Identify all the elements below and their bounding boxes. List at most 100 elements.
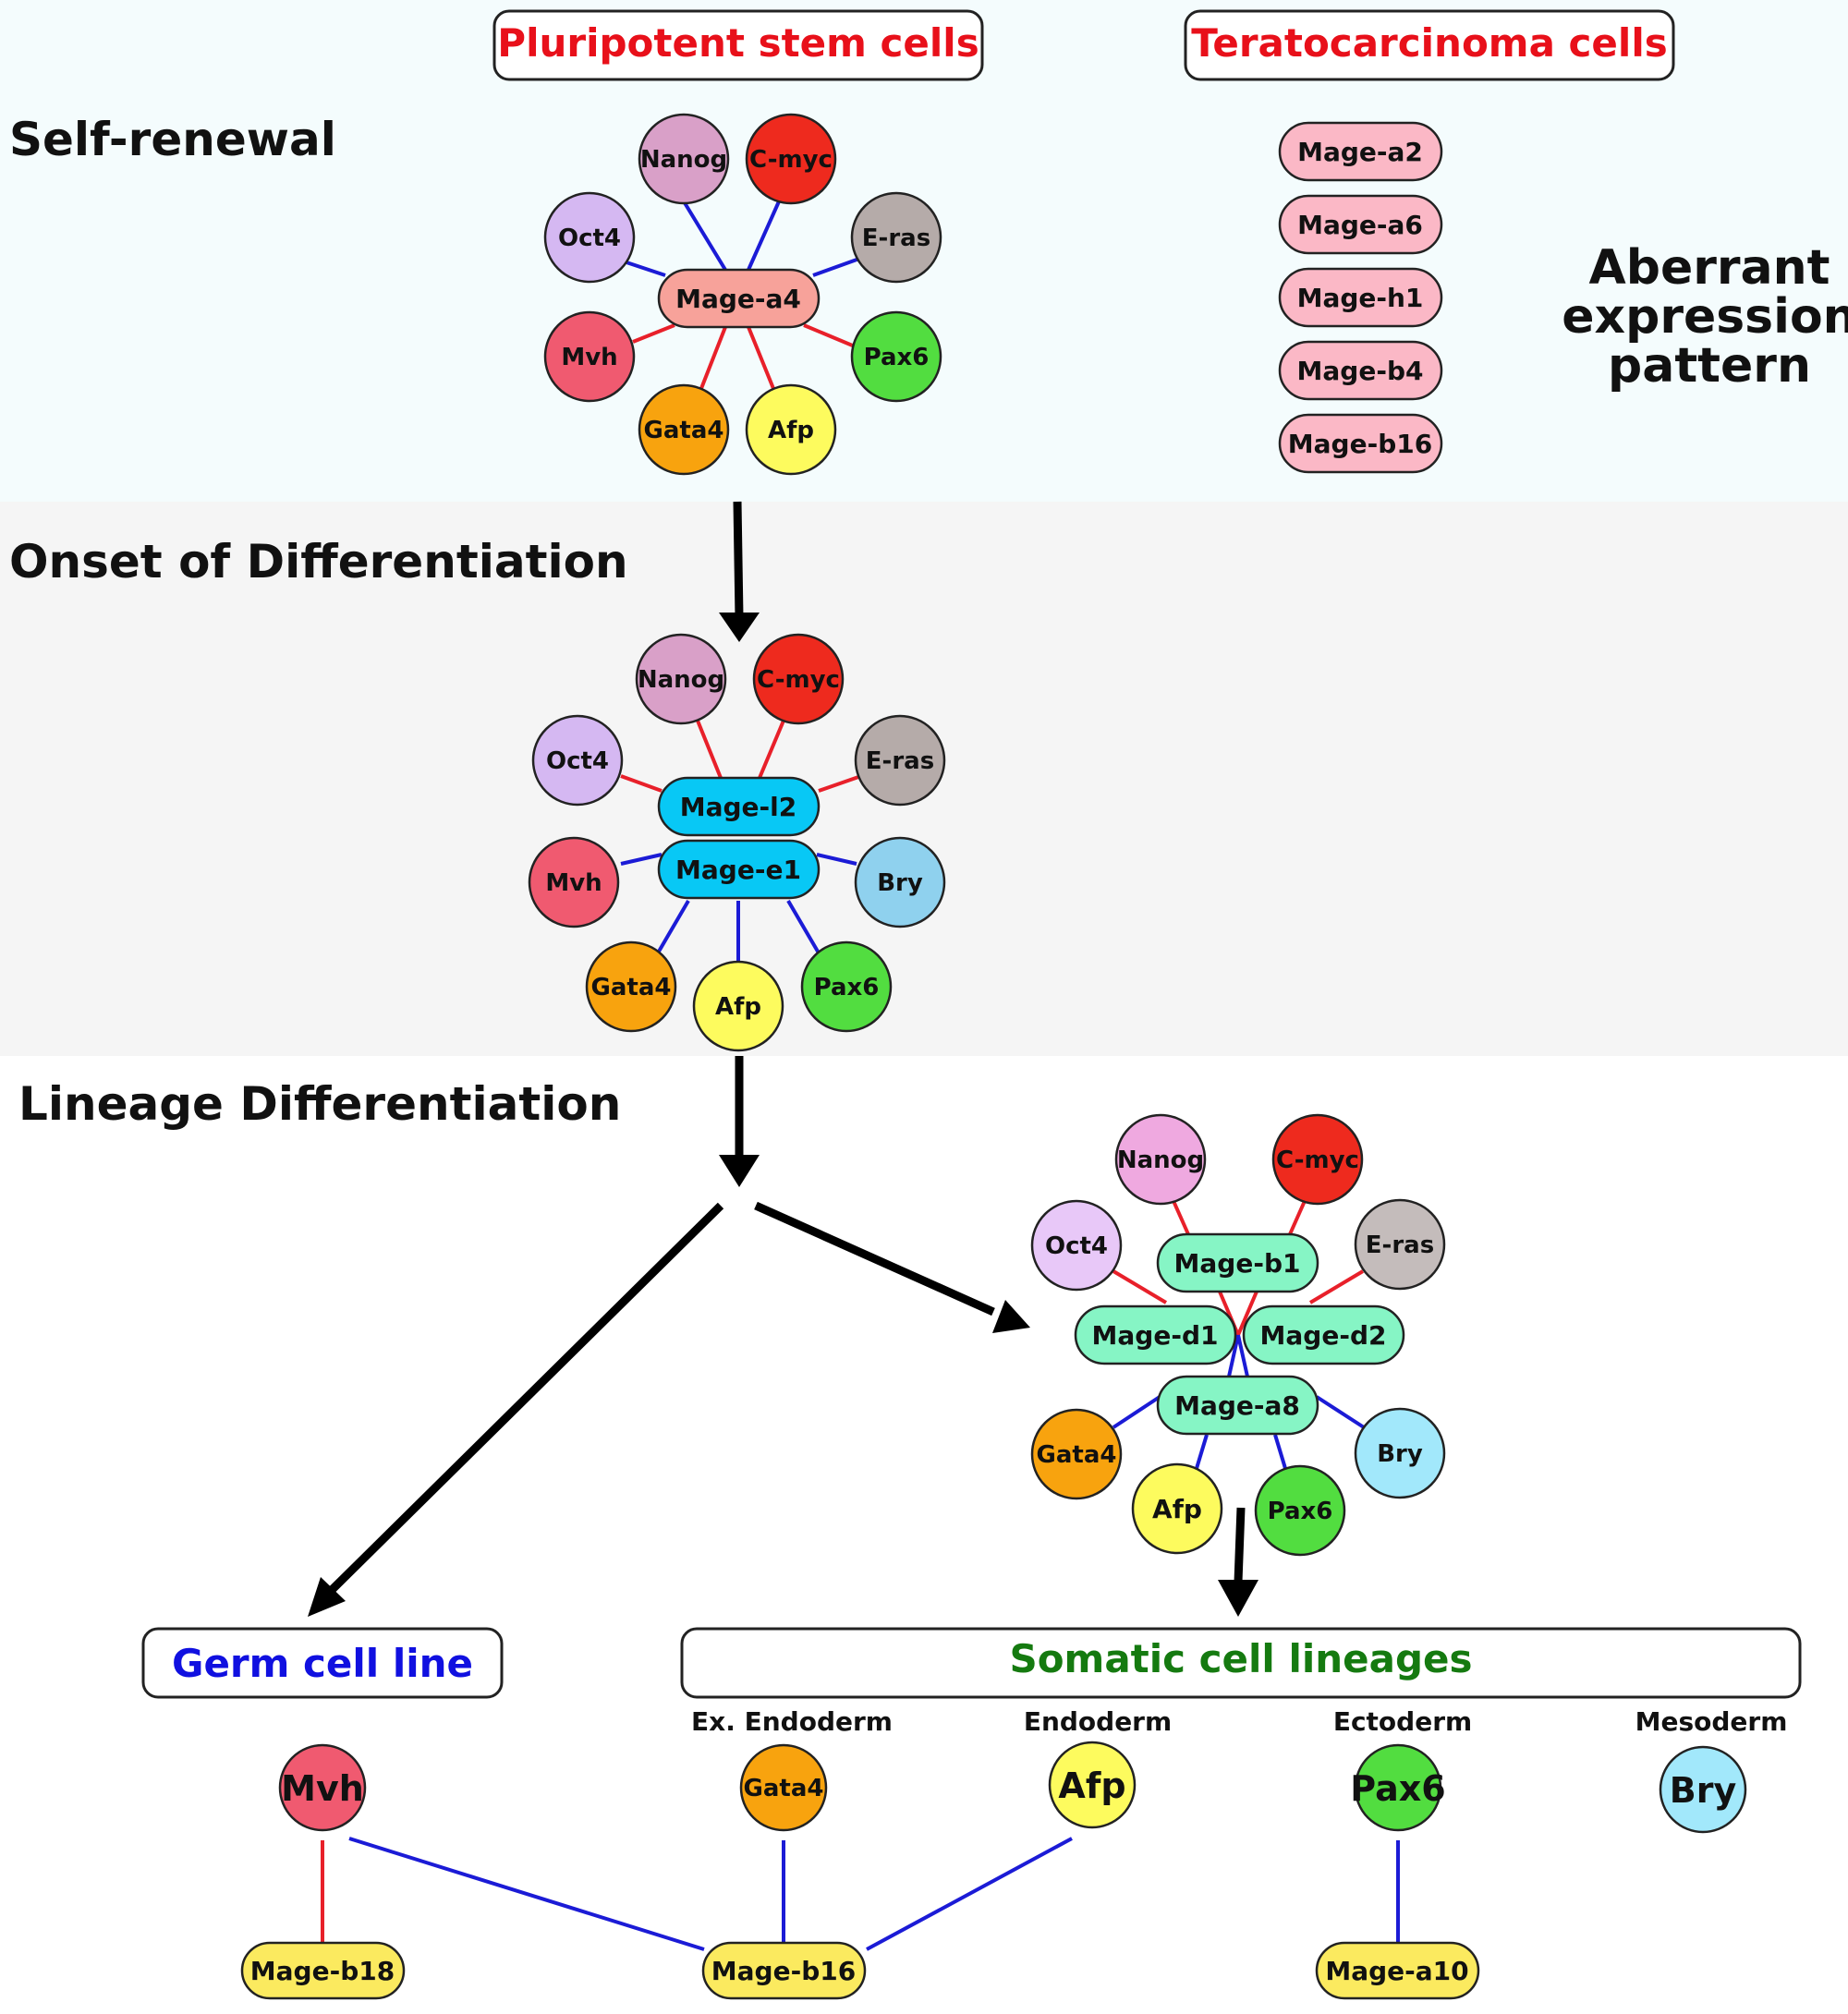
svg-text:Mage-b4: Mage-b4 [1297,356,1424,386]
svg-text:Mage-a2: Mage-a2 [1297,137,1423,167]
arrow-network-to-somatic [1234,1507,1246,1583]
svg-text:Mage-b1: Mage-b1 [1174,1248,1301,1279]
section-title-self-renewal: Self-renewal [9,113,336,166]
terato-gene: Mage-b16 [1278,413,1443,474]
pax6-marker: Pax6 [1350,1743,1446,1832]
svg-text:Mage-l2: Mage-l2 [680,792,797,822]
lineage-markers: Mvh Gata4 Afp Pax6 Bry [278,1741,1747,1834]
eras-node: E-ras [854,714,946,807]
cmyc-node: C-myc [1271,1113,1364,1206]
arrowhead-2 [719,1155,760,1187]
svg-text:Mage-d2: Mage-d2 [1260,1320,1387,1351]
svg-text:Mage-a10: Mage-a10 [1325,1956,1468,1986]
svg-text:Gata4: Gata4 [644,417,724,444]
network-1-edges [620,200,860,392]
arrowhead-somatic-net [992,1300,1030,1333]
svg-text:Nanog: Nanog [640,146,727,174]
svg-text:Mage-b18: Mage-b18 [250,1956,395,1986]
eras-node: E-ras [1354,1198,1446,1291]
svg-text:Pax6: Pax6 [1268,1498,1333,1525]
cmyc-node: C-myc [752,633,845,725]
lineage-mage-genes: Mage-b18 Mage-b16 Mage-a10 [240,1941,1480,2000]
cmyc-node: C-myc [745,113,837,205]
arrowhead-3 [1218,1580,1258,1617]
pax6-node: Pax6 [850,310,942,403]
mage-b18-pill: Mage-b18 [240,1941,406,2000]
oct4-node: Oct4 [1030,1199,1123,1292]
mage-b16-pill: Mage-b16 [701,1941,867,2000]
arrowhead-1 [719,613,760,642]
terato-gene: Mage-h1 [1278,267,1443,328]
arrow-to-somatic-network [754,1201,995,1316]
nanog-node: Nanog [638,113,730,205]
arrow-renewal-to-onset [733,501,744,618]
svg-text:Mage-a6: Mage-a6 [1297,210,1423,240]
terato-gene: Mage-a6 [1278,194,1443,255]
oct4-node: Oct4 [531,714,624,807]
teratocarcinoma-header-box [1184,9,1675,81]
mvh-node: Mvh [528,836,620,928]
oct4-node: Oct4 [543,191,636,284]
mage-a10-pill: Mage-a10 [1315,1941,1480,2000]
afp-node: Afp [692,960,784,1052]
germ-header: Germ cell line [172,1641,473,1686]
eras-node: E-ras [850,191,942,284]
svg-text:Pax6: Pax6 [814,974,880,1001]
aberrant-line-3: pattern [1608,338,1811,394]
svg-text:Gata4: Gata4 [744,1775,824,1802]
bry-marker: Bry [1659,1745,1747,1834]
svg-text:Mage-a4: Mage-a4 [675,284,801,314]
aberrant-line-1: Aberrant [1589,240,1830,296]
svg-text:Mage-b16: Mage-b16 [711,1956,856,1986]
network-2-edges [620,720,862,963]
svg-text:Nanog: Nanog [638,666,724,694]
bry-node: Bry [854,836,946,928]
svg-text:Gata4: Gata4 [591,974,672,1001]
gata4-marker: Gata4 [739,1743,828,1832]
svg-text:Mvh: Mvh [545,869,602,897]
svg-text:Mage-a8: Mage-a8 [1174,1390,1300,1421]
gata4-node: Gata4 [1030,1408,1123,1500]
pax6-node: Pax6 [1254,1464,1346,1557]
mage-d2-hub: Mage-d2 [1242,1304,1405,1365]
terato-gene: Mage-b4 [1278,340,1443,401]
somatic-header-box [680,1627,1802,1699]
arrow-to-germ-line [324,1202,724,1597]
network-2-nodes: Nanog C-myc Oct4 E-ras Mvh Bry Gata4 Afp… [528,633,946,1052]
svg-text:Mage-d1: Mage-d1 [1092,1320,1219,1351]
svg-text:Pax6: Pax6 [1350,1768,1445,1809]
svg-text:Oct4: Oct4 [1045,1232,1108,1260]
network-3-nodes: Nanog C-myc Oct4 E-ras Gata4 Bry Afp Pax… [1030,1113,1446,1557]
mage-a4-hub: Mage-a4 [657,268,821,329]
svg-text:Mage-b16: Mage-b16 [1288,429,1432,459]
mage-a8-hub: Mage-a8 [1156,1375,1319,1436]
mage-b1-hub: Mage-b1 [1156,1232,1319,1293]
svg-text:Bry: Bry [877,869,923,897]
aberrant-line-2: expression [1562,289,1848,345]
svg-text:Afp: Afp [1152,1494,1202,1524]
terato-gene-list: Mage-a2 Mage-a6 Mage-h1 Mage-b4 Mage-b16 [1278,121,1443,474]
svg-text:Oct4: Oct4 [558,224,621,252]
nanog-node: Nanog [635,633,727,725]
svg-text:Mage-e1: Mage-e1 [675,855,801,885]
network-1-nodes: Nanog C-myc Oct4 E-ras Mvh Pax6 Gata4 Af… [543,113,942,476]
svg-text:Nanog: Nanog [1117,1147,1204,1174]
mage-l2-hub: Mage-l2 [657,776,821,837]
afp-marker: Afp [1048,1741,1137,1829]
gata4-node: Gata4 [585,940,677,1033]
svg-text:Oct4: Oct4 [546,747,609,775]
svg-text:E-ras: E-ras [862,224,930,252]
svg-text:C-myc: C-myc [757,666,840,694]
pluripotent-header: Pluripotent stem cells [497,20,979,66]
svg-text:Bry: Bry [1377,1440,1423,1468]
section-title-onset: Onset of Differentiation [9,535,628,588]
mvh-node: Mvh [543,310,636,403]
terato-gene: Mage-a2 [1278,121,1443,182]
svg-text:C-myc: C-myc [749,146,833,174]
svg-text:E-ras: E-ras [1366,1231,1434,1259]
svg-text:Afp: Afp [768,417,814,444]
svg-text:Mvh: Mvh [281,1768,364,1809]
mage-e1-hub: Mage-e1 [657,839,821,900]
lineage-label-ex-endoderm: Ex. Endoderm [691,1706,893,1737]
